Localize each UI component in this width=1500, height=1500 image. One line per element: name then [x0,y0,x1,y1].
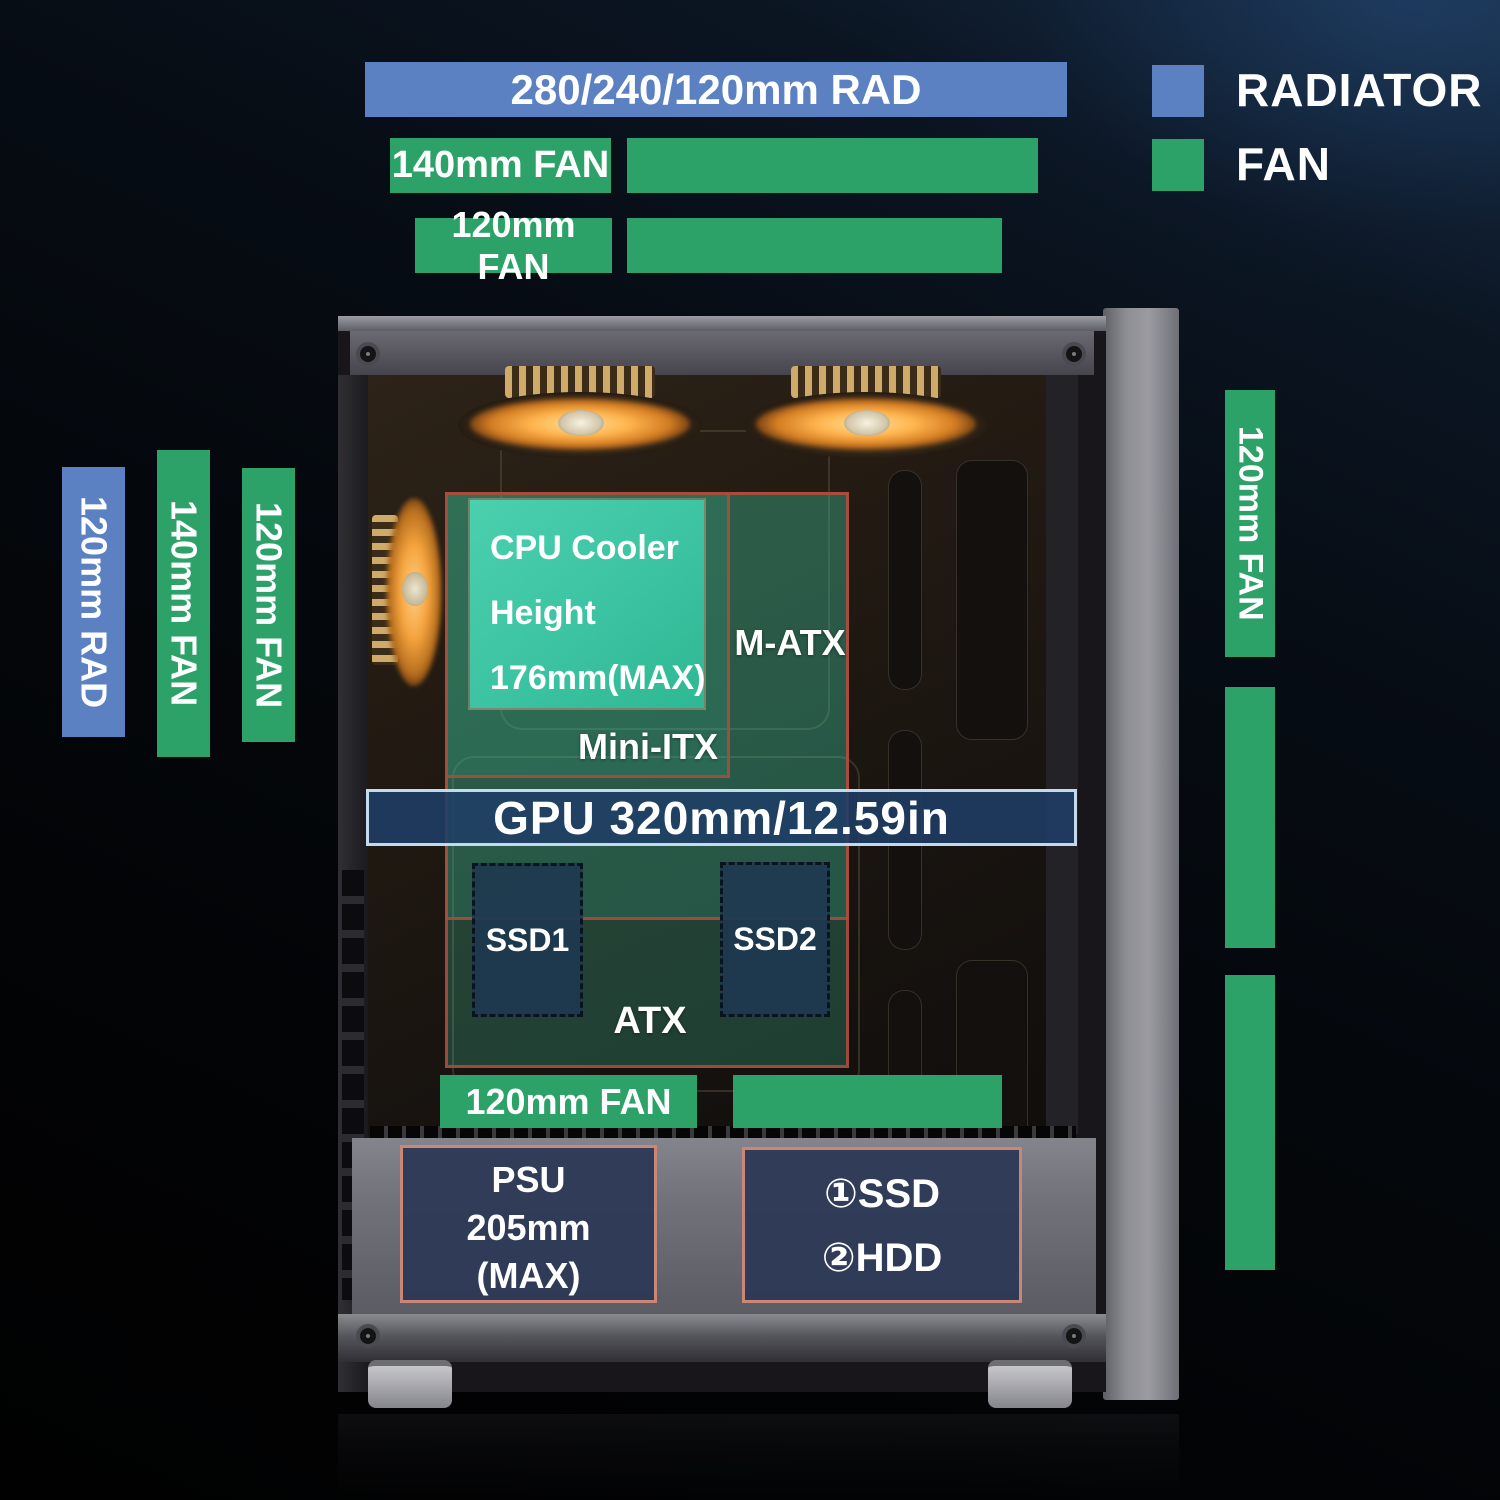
ssd2-mount: SSD2 [720,862,830,1017]
left-fan120-bar: 120mm FAN [242,468,295,742]
case-top-bezel [350,331,1094,375]
legend-radiator-label: RADIATOR [1236,58,1483,122]
top-fan120-bar-extent [627,218,1002,273]
top-radiator-bar-label: 280/240/120mm RAD [510,65,922,113]
floor-reflection [338,1414,1179,1500]
interior-right-frame [1046,375,1078,1134]
ssd1-mount: SSD1 [472,863,583,1017]
ssd1-label: SSD1 [485,921,570,958]
case-bottom-rim [338,1314,1106,1362]
right-fan120-bar-extent [1225,975,1275,1270]
top-fan120-bar: 120mm FAN [415,204,612,287]
case-side-panel [1103,308,1179,1400]
bottom-fan120-bar-label: 120mm FAN [465,1080,672,1122]
left-radiator-bar-label: 120mm RAD [73,495,115,709]
left-fan120-bar-label: 120mm FAN [248,501,290,709]
matx-label-text: M-ATX [734,622,846,663]
case-foot [368,1360,452,1408]
right-fan120-bar-extent [1225,687,1275,948]
cpu-cooler-clearance-box: CPU Cooler Height 176mm(MAX) [468,498,706,710]
cpu-cooler-line1: CPU Cooler [490,529,679,567]
top-fan140-bar: 140mm FAN [390,138,611,193]
top-fan-hub-icon [558,410,604,436]
case-foot [988,1360,1072,1408]
right-fan120-bar-label: 120mm FAN [1231,426,1270,621]
psu-clearance-box: PSU 205mm (MAX) [400,1145,657,1303]
cable-slot [888,470,922,690]
gpu-clearance-label: GPU 320mm/12.59in [493,791,950,844]
atx-label: ATX [598,1000,702,1043]
psu-line3: (MAX) [476,1255,581,1296]
top-fan-hub-icon [844,410,890,436]
top-fan140-bar-label: 140mm FAN [391,144,610,186]
ssd2-label: SSD2 [733,921,817,957]
top-radiator-bar: 280/240/120mm RAD [365,62,1067,117]
drive-bay-line1: ①SSD [823,1172,941,1216]
legend-radiator-swatch [1152,65,1204,117]
cpu-cooler-line2: Height [490,594,596,632]
right-fan120-bar: 120mm FAN [1225,390,1275,657]
bottom-fan120-bar: 120mm FAN [440,1075,697,1128]
left-fan140-bar-label: 140mm FAN [163,500,205,707]
screw-bottom-right-icon [1062,1324,1086,1348]
left-radiator-bar: 120mm RAD [62,467,125,737]
legend-radiator-text: RADIATOR [1236,64,1483,116]
cable-slot [956,460,1028,740]
top-fan120-bar-label: 120mm FAN [451,203,576,287]
drive-bay-box: ①SSD ②HDD [742,1147,1022,1303]
atx-label-text: ATX [613,1000,687,1042]
psu-line2: 205mm [466,1207,591,1248]
mini-itx-label: Mini-ITX [560,726,736,768]
front-fan-hub-icon [402,572,428,606]
matx-label: M-ATX [718,622,862,664]
screw-top-left-icon [356,342,380,366]
gpu-clearance-bar: GPU 320mm/12.59in [366,789,1077,846]
drive-bay-line2: ②HDD [821,1236,943,1280]
left-fan140-bar: 140mm FAN [157,450,210,757]
mini-itx-label-text: Mini-ITX [578,726,718,767]
shroud-teeth-strip [370,1126,1076,1138]
legend-fan-label: FAN [1236,132,1331,196]
bottom-fan120-bar-extent [733,1075,1002,1128]
cpu-cooler-line3: 176mm(MAX) [490,659,706,697]
psu-line1: PSU [491,1159,566,1200]
screw-top-right-icon [1062,342,1086,366]
case-top-rim [338,316,1106,331]
legend-fan-text: FAN [1236,138,1331,190]
screw-bottom-left-icon [356,1324,380,1348]
top-fan140-bar-extent [627,138,1038,193]
legend-fan-swatch [1152,139,1204,191]
